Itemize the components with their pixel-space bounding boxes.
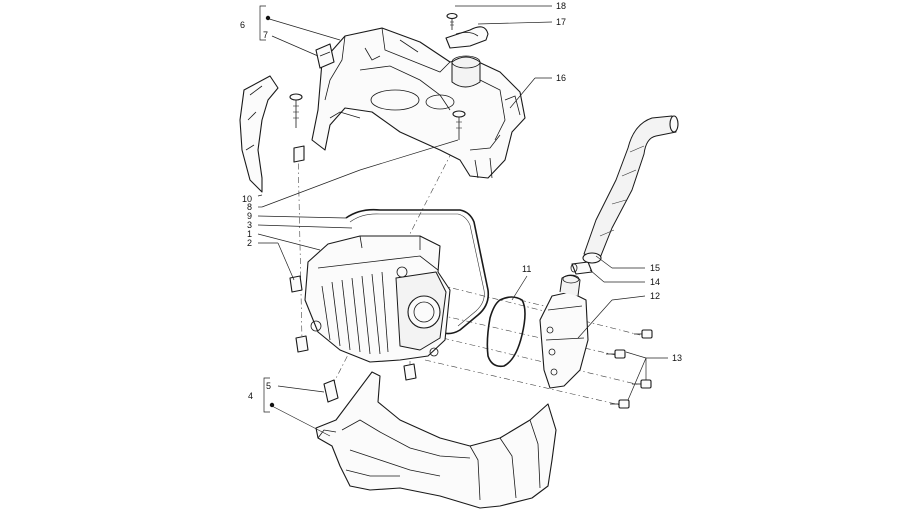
callout-1: 1 [247, 229, 252, 239]
spacer-nut-left [295, 335, 309, 353]
callout-15: 15 [650, 263, 660, 273]
clip-part [315, 43, 335, 69]
breather-housing [539, 274, 589, 389]
callout-labels: 6 7 18 17 16 10 8 9 3 1 2 11 14 15 12 13… [240, 1, 682, 401]
callout-9: 9 [247, 211, 252, 221]
spacer-nut-center [403, 363, 417, 381]
small-screw [446, 12, 458, 30]
callout-17: 17 [556, 17, 566, 27]
lower-splash-cover [315, 371, 557, 509]
side-cover-panel [239, 75, 279, 193]
hose-fitting [570, 261, 593, 275]
breather-hose [582, 115, 679, 264]
housing-screw-2 [606, 349, 626, 359]
callout-8: 8 [247, 202, 252, 212]
callout-5: 5 [266, 381, 271, 391]
callout-4: 4 [248, 391, 253, 401]
cover-screw-left [289, 93, 303, 128]
cover-spacer [293, 145, 305, 163]
callout-2: 2 [247, 238, 252, 248]
leader-lines [257, 5, 668, 437]
callout-11: 11 [522, 264, 531, 274]
callout-13: 13 [672, 353, 682, 363]
hose-clamp [445, 26, 489, 49]
callout-16: 16 [556, 73, 566, 83]
cylinder-head-gasket [345, 208, 490, 335]
callout-18: 18 [556, 1, 566, 11]
callout-7: 7 [263, 30, 268, 40]
valve-cover [304, 235, 451, 363]
cover-screw-right [452, 110, 466, 140]
lower-clip [323, 379, 339, 403]
callout-6: 6 [240, 20, 245, 30]
cooling-fins [321, 271, 389, 355]
callout-3: 3 [247, 220, 252, 230]
o-ring-gasket [486, 296, 526, 368]
upper-cover [311, 27, 526, 179]
callout-10: 10 [242, 194, 252, 204]
housing-screw-4 [610, 399, 630, 409]
callout-12: 12 [650, 291, 660, 301]
housing-screw-1 [634, 329, 653, 339]
spacer-nut-top-left [289, 275, 303, 293]
callout-14: 14 [650, 277, 660, 287]
